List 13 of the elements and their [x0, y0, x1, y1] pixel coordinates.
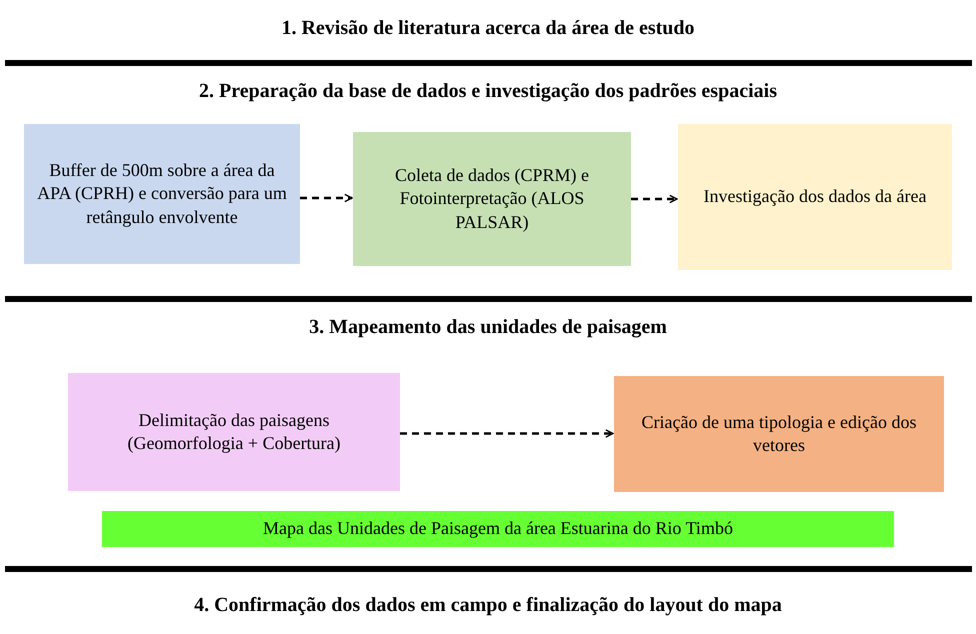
process-box: Criação de uma tipologia e edição dos vetores [614, 376, 944, 492]
section-heading: 3. Mapeamento das unidades de paisagem [308, 316, 668, 339]
section-heading: 4. Confirmação dos dados em campo e finalização do layout do mapa [0, 585, 976, 625]
dashed-arrow [300, 194, 353, 202]
process-box: Delimitação das paisagens (Geomorfologia + Cobertura) [68, 373, 400, 491]
section-heading: 1. Revisão de literatura acerca da área de estudo [0, 8, 976, 48]
dashed-arrow [400, 429, 614, 438]
section-heading: 2. Preparação da base de dados e investigação dos padrões espaciais [198, 80, 778, 103]
dashed-arrow [631, 194, 678, 204]
process-box: Coleta de dados (CPRM) e Fotointerpretação (ALOS PALSAR) [353, 132, 631, 266]
process-box: Buffer de 500m sobre a área da APA (CPRH) e conversão para um retângulo envolvente [24, 124, 300, 264]
process-box: Mapa das Unidades de Paisagem da área Estuarina do Rio Timbó [102, 511, 894, 547]
process-box: Investigação dos dados da área [678, 124, 952, 270]
